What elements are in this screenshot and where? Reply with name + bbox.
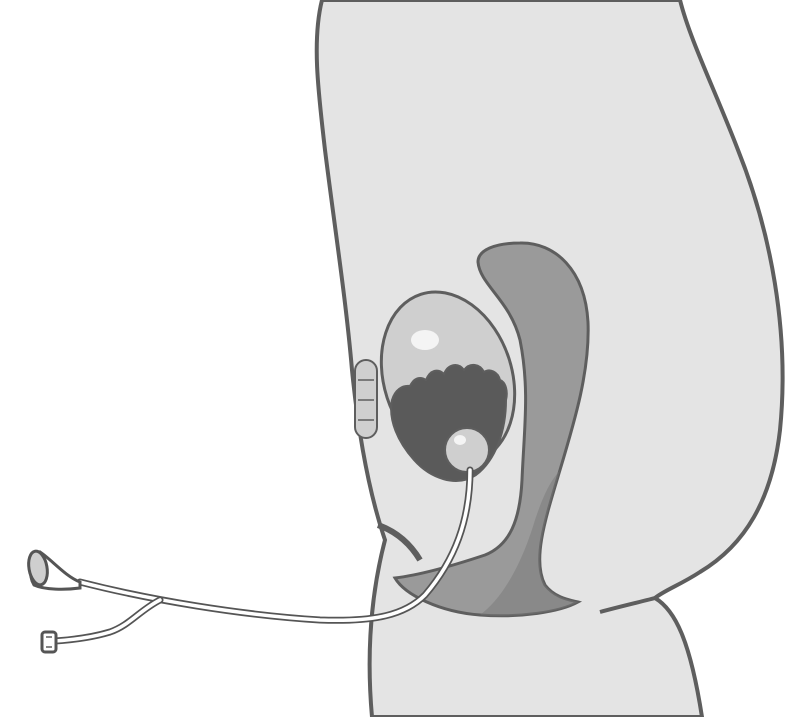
inflation-arm (55, 600, 160, 641)
balloon-shine (454, 435, 466, 445)
bladder-highlight (411, 330, 439, 350)
inflation-valve (42, 632, 56, 652)
pubic-bone (355, 360, 377, 438)
catheter-balloon (445, 428, 489, 472)
